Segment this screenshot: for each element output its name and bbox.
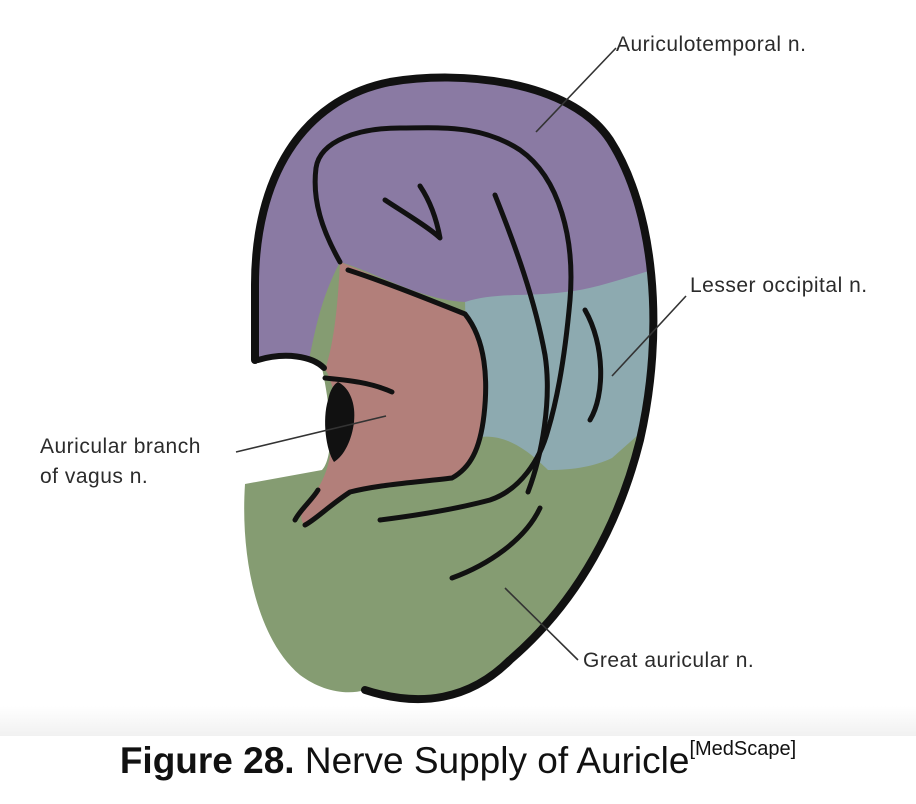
label-vagus-line1: Auricular branch bbox=[40, 435, 201, 458]
caption-text: Nerve Supply of Auricle bbox=[294, 740, 690, 781]
label-vagus-line2: of vagus n. bbox=[40, 465, 149, 488]
label-lesser-occipital: Lesser occipital n. bbox=[690, 274, 868, 297]
leader-lines bbox=[235, 47, 687, 661]
leader-vagus bbox=[235, 415, 387, 453]
auriculotemporal-region bbox=[244, 77, 654, 380]
caption-prefix: Figure 28. bbox=[119, 740, 295, 781]
caption-source: [MedScape] bbox=[689, 738, 797, 760]
label-great-auricular: Great auricular n. bbox=[583, 649, 755, 672]
ear-canal bbox=[325, 382, 355, 462]
ear-diagram bbox=[235, 47, 687, 704]
panel-bottom-fade bbox=[0, 706, 916, 736]
label-auriculotemporal: Auriculotemporal n. bbox=[616, 33, 807, 56]
leader-great-auricular bbox=[504, 587, 579, 661]
helix-outline bbox=[251, 73, 658, 704]
leader-auriculotemporal bbox=[535, 47, 617, 133]
leader-lesser-occipital bbox=[611, 295, 687, 377]
tragus-outline bbox=[255, 352, 327, 371]
ear-folds bbox=[292, 125, 604, 581]
figure-caption: Figure 28. Nerve Supply of Auricle[MedSc… bbox=[0, 738, 916, 782]
